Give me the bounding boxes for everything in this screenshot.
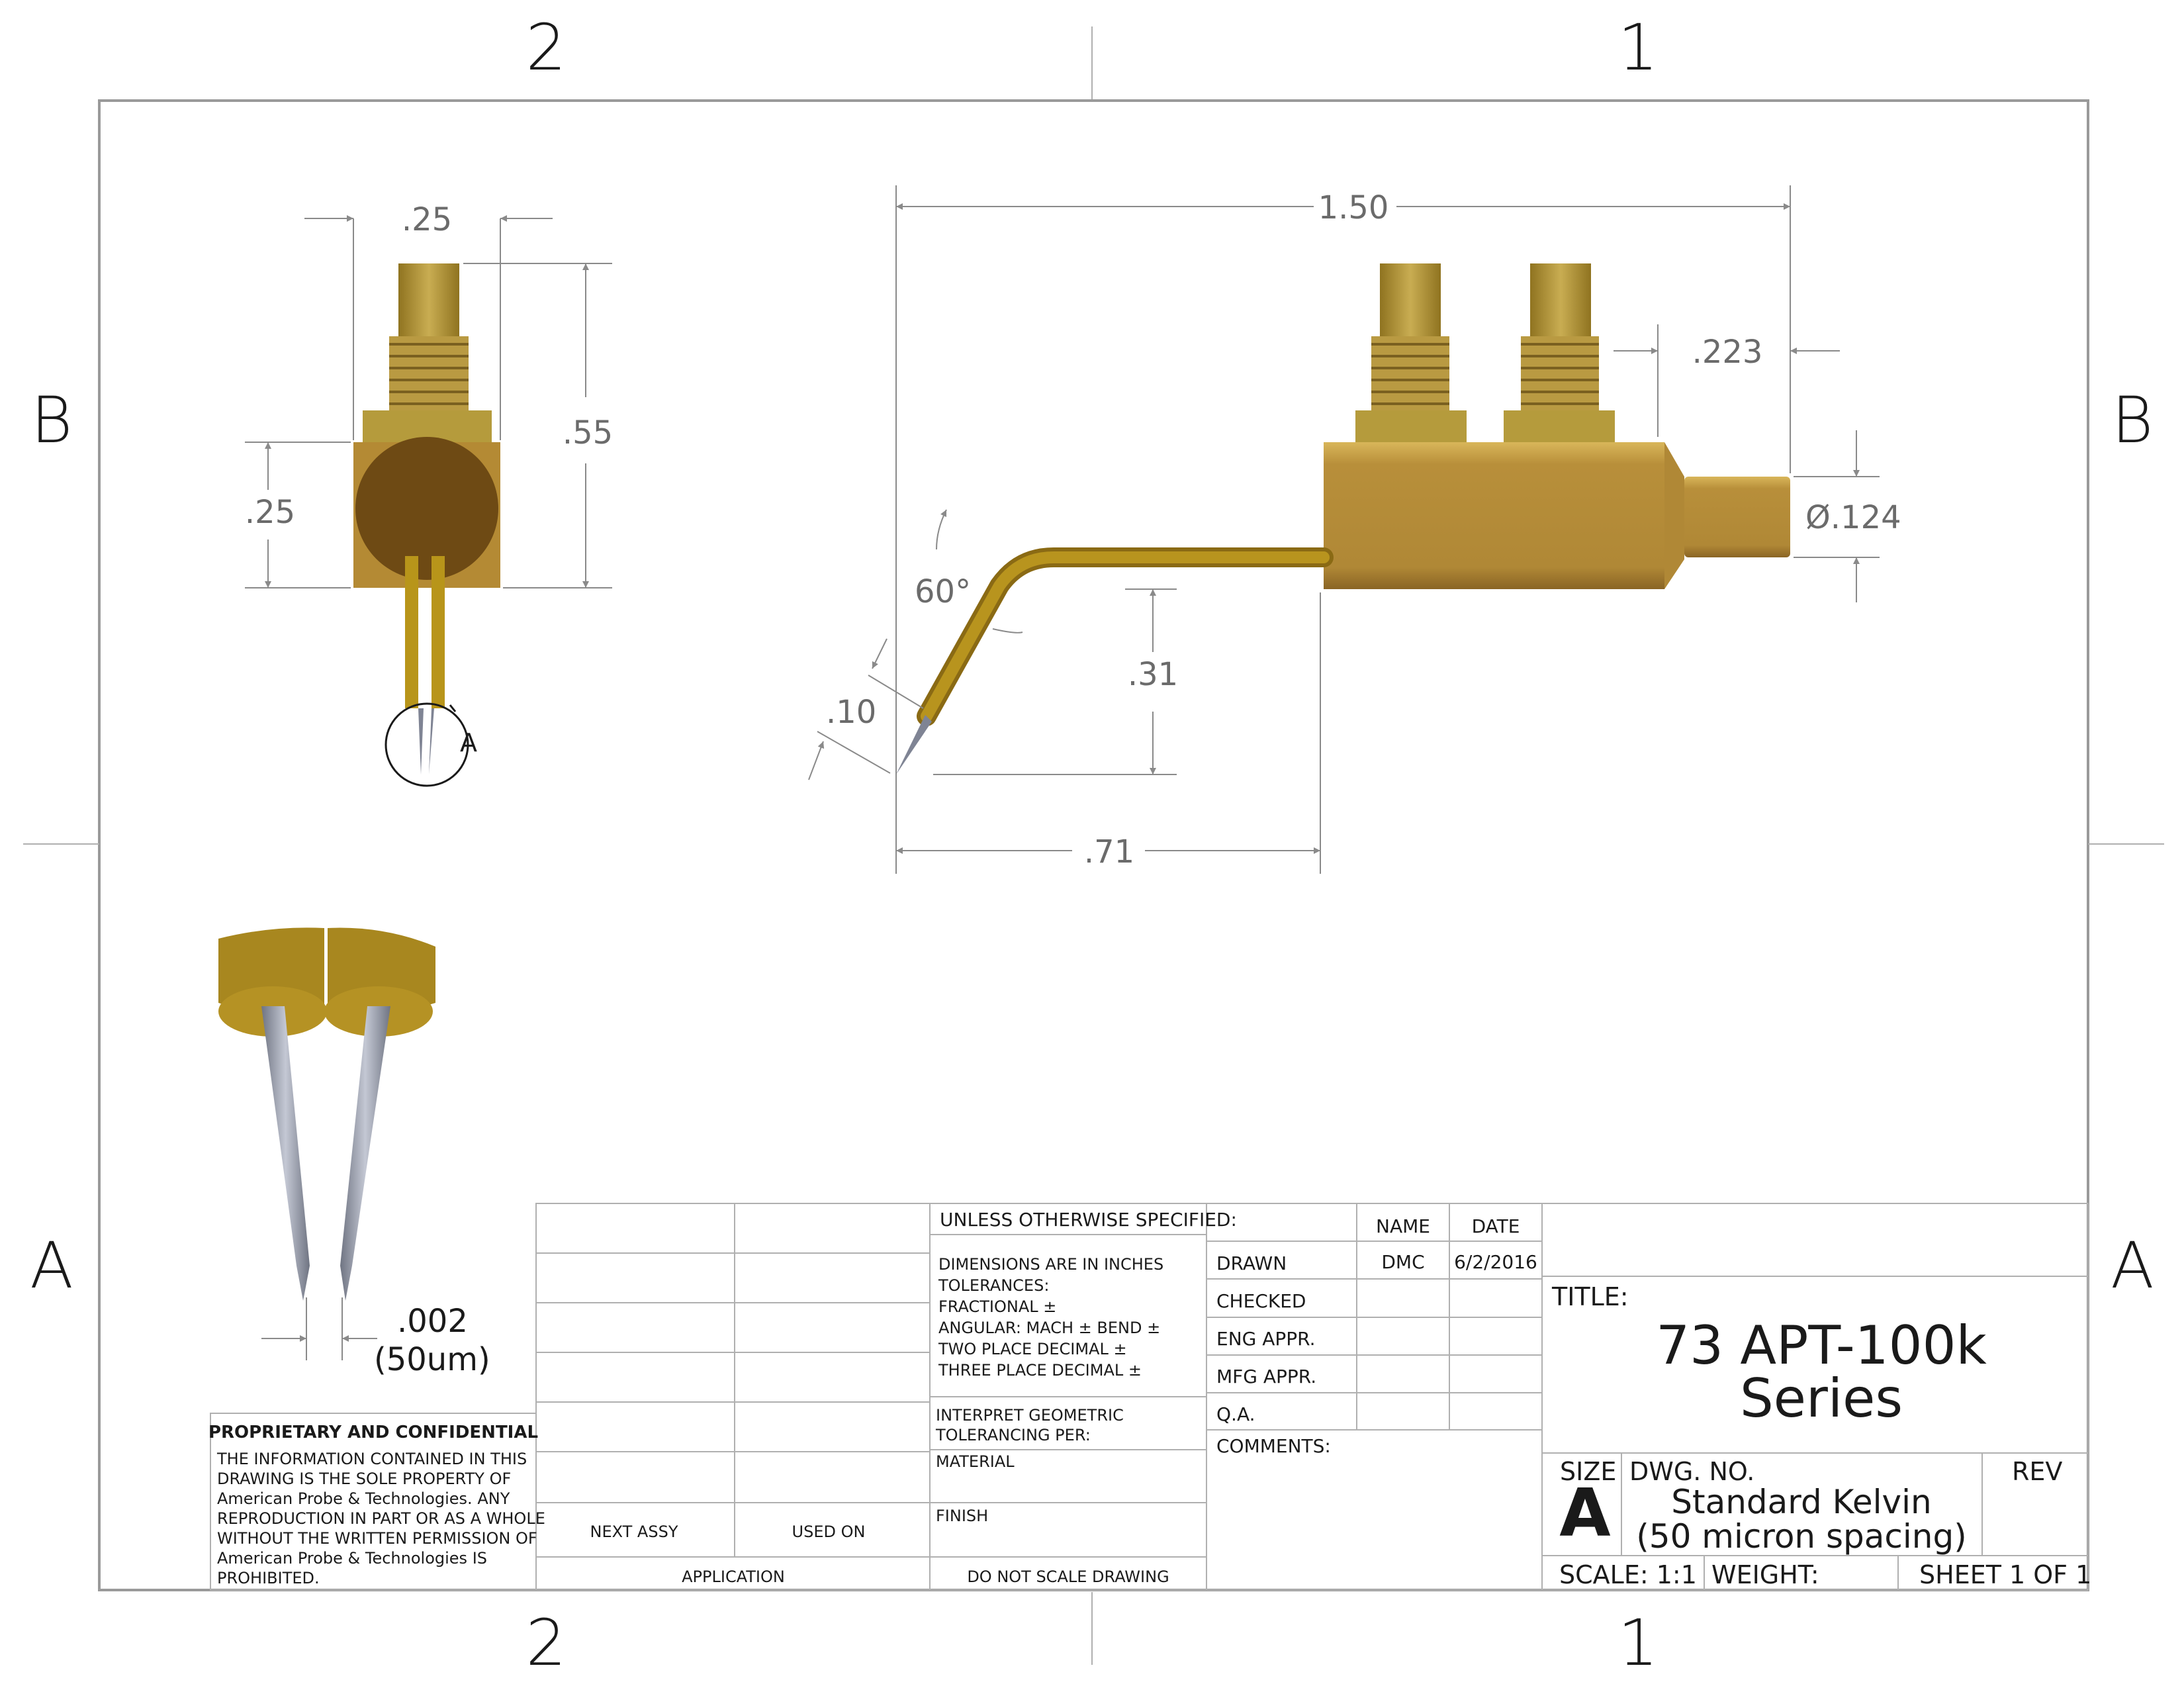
detail-needle-left [261, 1006, 310, 1301]
front-hex-nut [363, 410, 492, 442]
name-header: NAME [1376, 1215, 1430, 1237]
dim-nose-diameter: Ø.124 [1805, 499, 1901, 536]
front-view: A [353, 263, 500, 787]
svg-text:THREE PLACE DECIMAL ±: THREE PLACE DECIMAL ± [938, 1361, 1142, 1380]
svg-text:DIMENSIONS ARE IN INCHES: DIMENSIONS ARE IN INCHES [938, 1255, 1163, 1274]
front-body-bore [355, 437, 498, 580]
size-label: SIZE [1560, 1457, 1616, 1486]
title-line-1: 73 APT-100k [1656, 1315, 1987, 1376]
dim-front-width: .25 [402, 201, 452, 238]
front-thread [389, 336, 469, 410]
comments-label: COMMENTS: [1216, 1435, 1331, 1457]
size-value: A [1559, 1474, 1610, 1552]
dim-overall-length: 1.50 [1318, 189, 1389, 226]
side-stud-1 [1380, 263, 1441, 336]
sheet-label: SHEET 1 OF 1 [1919, 1560, 2091, 1589]
detail-a-view [218, 927, 435, 1301]
zone-label-left-lower: A [30, 1229, 73, 1303]
weight-label: WEIGHT: [1711, 1560, 1819, 1589]
confidential-heading: PROPRIETARY AND CONFIDENTIAL [208, 1423, 538, 1442]
detail-a-label: A [460, 728, 477, 757]
side-nut-2 [1504, 410, 1615, 442]
finish-label: FINISH [936, 1507, 988, 1525]
dim-front-height: .55 [563, 414, 613, 451]
svg-text:FRACTIONAL ±: FRACTIONAL ± [938, 1297, 1056, 1316]
svg-text:WITHOUT THE WRITTEN PERMISSION: WITHOUT THE WRITTEN PERMISSION OF [217, 1529, 537, 1548]
dim-reach: .71 [1084, 833, 1134, 870]
spec-heading: UNLESS OTHERWISE SPECIFIED: [940, 1209, 1237, 1231]
do-not-scale-label: DO NOT SCALE DRAWING [967, 1568, 1169, 1586]
spec-tolerances: DIMENSIONS ARE IN INCHES TOLERANCES: FRA… [938, 1255, 1163, 1380]
dwg-no-line-2: (50 micron spacing) [1636, 1517, 1967, 1556]
interpret-line-2: TOLERANCING PER: [935, 1426, 1091, 1444]
zone-label-top-left: 2 [525, 11, 566, 85]
side-body [1324, 442, 1664, 589]
dim-tip-angle: 60° [915, 573, 971, 610]
svg-text:TOLERANCES:: TOLERANCES: [938, 1276, 1049, 1295]
front-stud-top [398, 263, 459, 336]
side-threads [1371, 336, 1599, 410]
dim-tip-spacing: .002 [397, 1303, 468, 1340]
used-on-label: USED ON [792, 1523, 866, 1541]
zone-label-right-upper: B [2112, 383, 2154, 457]
side-dimensions: 1.50 .223 Ø.124 .31 .71 60° .10 [808, 185, 1901, 874]
interpret-line-1: INTERPRET GEOMETRIC [936, 1406, 1124, 1425]
detail-a-circle [385, 702, 469, 787]
side-nose [1684, 477, 1790, 557]
title-line-2: Series [1740, 1368, 1903, 1429]
confidential-text: THE INFORMATION CONTAINED IN THIS DRAWIN… [216, 1450, 545, 1587]
rev-label: REV [2012, 1457, 2062, 1486]
svg-text:DRAWING IS THE SOLE PROPERTY O: DRAWING IS THE SOLE PROPERTY OF [217, 1470, 511, 1488]
dwg-no-line-1: Standard Kelvin [1671, 1483, 1931, 1521]
svg-text:REPRODUCTION IN PART OR AS A W: REPRODUCTION IN PART OR AS A WHOLE [217, 1509, 545, 1528]
zone-label-right-lower: A [2111, 1229, 2154, 1303]
side-view [896, 263, 1790, 774]
zone-label-bottom-left: 2 [525, 1606, 566, 1680]
detail-dimensions: .002 (50um) [261, 1297, 490, 1378]
side-needle-tip [896, 715, 932, 774]
svg-text:THE INFORMATION CONTAINED IN T: THE INFORMATION CONTAINED IN THIS [216, 1450, 527, 1468]
side-body-chamfer [1664, 442, 1684, 589]
zone-label-left-upper: B [31, 383, 73, 457]
dim-drop-height: .31 [1128, 656, 1178, 693]
drawn-name: DMC [1381, 1251, 1424, 1273]
checked-label: CHECKED [1216, 1290, 1306, 1312]
svg-text:PROHIBITED.: PROHIBITED. [217, 1569, 320, 1587]
title-block: NEXT ASSY USED ON APPLICATION PROPRIETAR… [208, 1203, 2091, 1591]
qa-label: Q.A. [1216, 1403, 1255, 1425]
application-label: APPLICATION [682, 1568, 785, 1586]
dim-tip-offset: .10 [826, 694, 876, 731]
next-assy-label: NEXT ASSY [590, 1523, 678, 1541]
svg-text:American Probe & Technologies: American Probe & Technologies IS [217, 1549, 487, 1568]
detail-needle-right [340, 1006, 390, 1301]
side-lead-wire [917, 547, 1334, 726]
svg-text:ANGULAR: MACH ± BEND ±: ANGULAR: MACH ± BEND ± [938, 1319, 1160, 1337]
dim-front-body: .25 [245, 494, 295, 531]
drawn-label: DRAWN [1216, 1252, 1287, 1274]
side-stud-2 [1530, 263, 1591, 336]
zone-label-top-right: 1 [1617, 11, 1658, 85]
front-leads [405, 556, 445, 774]
side-nut-1 [1355, 410, 1467, 442]
scale-label: SCALE: 1:1 [1559, 1560, 1697, 1589]
svg-text:TWO PLACE DECIMAL ±: TWO PLACE DECIMAL ± [938, 1340, 1127, 1358]
title-label: TITLE: [1551, 1282, 1629, 1311]
material-label: MATERIAL [936, 1452, 1015, 1471]
eng-appr-label: ENG APPR. [1216, 1328, 1316, 1350]
drawn-date: 6/2/2016 [1454, 1251, 1537, 1273]
date-header: DATE [1472, 1215, 1520, 1237]
mfg-appr-label: MFG APPR. [1216, 1366, 1316, 1387]
dim-nose-length: .223 [1692, 334, 1763, 371]
dim-tip-spacing-metric: (50um) [374, 1341, 490, 1378]
svg-text:American Probe & Technologies.: American Probe & Technologies. ANY [217, 1489, 510, 1508]
front-dimensions: .25 .55 .25 [245, 201, 613, 588]
zone-label-bottom-right: 1 [1617, 1606, 1658, 1680]
dwg-no-label: DWG. NO. [1629, 1457, 1754, 1486]
